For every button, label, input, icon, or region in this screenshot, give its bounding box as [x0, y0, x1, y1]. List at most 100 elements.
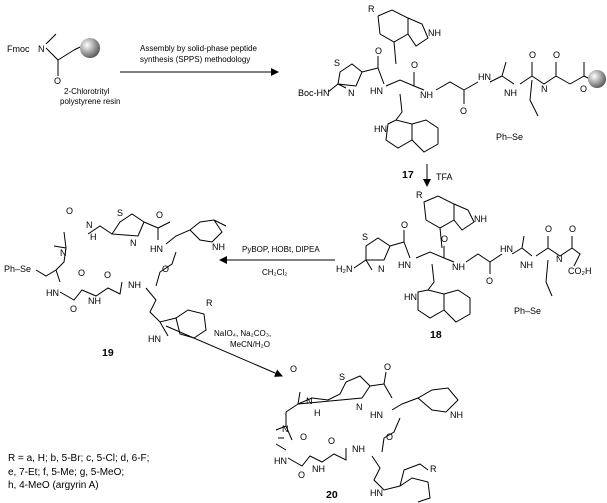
c19-o1: O	[66, 206, 73, 216]
c18-trp2-chain	[427, 263, 435, 291]
resin-bead	[80, 38, 100, 58]
c17-nh4: NH	[504, 88, 517, 98]
c19-o4: O	[78, 268, 85, 278]
c17-r-label: R	[368, 4, 375, 14]
c20-h1: H	[314, 408, 321, 418]
c20-dehydroala	[275, 412, 293, 451]
c20-nh5: NH	[312, 464, 325, 474]
c17-co2	[385, 72, 425, 91]
sm-bonds	[45, 33, 75, 76]
step1-label-1: Assembly by solid-phase peptide	[140, 44, 258, 53]
c18-gly	[465, 253, 503, 274]
c19-o3: O	[162, 264, 169, 274]
c20-indole-nh: NH	[450, 410, 463, 420]
step4-label-2: MeCN/H₂O	[230, 340, 270, 349]
c18-co2	[415, 246, 455, 263]
c18-o1: O	[401, 220, 408, 230]
c17-hn3: HN	[478, 72, 491, 82]
c20-bottom-bonds	[287, 448, 347, 467]
c18-hn3: HN	[500, 244, 513, 254]
c18-o4: O	[545, 224, 552, 234]
c17-indole-nh: NH	[428, 28, 441, 38]
c18-n5: N	[556, 254, 563, 264]
c18-co2h: CO₂H	[568, 266, 592, 276]
r-group-line-1: R = a, H; b, 5-Br; c, 5-Cl; d, 6-F;	[8, 453, 150, 464]
c17-o1: O	[375, 46, 382, 56]
c17-co1	[361, 56, 385, 85]
step1-arrow: Assembly by solid-phase peptide synthesi…	[120, 44, 279, 76]
resin-label-1: 2-Chlorotrityl	[64, 87, 110, 96]
starting-material: Fmoc N O 2-Chlorotrityl polystyrene resi…	[7, 33, 120, 106]
c18-co1	[389, 230, 411, 259]
arrow-step4	[165, 325, 283, 377]
c17-phse: Ph–Se	[496, 132, 523, 142]
c19-top-bonds	[87, 213, 171, 240]
c18-se-chain	[545, 259, 553, 297]
c17-n5: N	[541, 84, 548, 94]
c19-hn4: HN	[46, 288, 59, 298]
c17-o4: O	[529, 50, 536, 60]
resin-label-2: polystyrene resin	[60, 97, 120, 106]
step4-arrow: NaIO₄, Na₂CO₃, MeCN/H₂O	[165, 325, 283, 377]
c18-indole-nh: NH	[474, 214, 487, 224]
c17-trp2-chain	[395, 93, 403, 121]
c18-indole2-hn: HN	[404, 292, 417, 302]
c19-thiazole-n: N	[130, 238, 137, 248]
c20-o2: O	[384, 362, 391, 372]
c17-o6: O	[580, 84, 587, 94]
c18-r-label: R	[416, 190, 423, 200]
c18-nh4: NH	[520, 260, 533, 270]
c19-right-bonds	[155, 251, 177, 287]
c19-indole-nh: NH	[212, 242, 225, 252]
c19-n-me: N	[60, 248, 67, 258]
c17-se-chain	[529, 79, 539, 117]
c17-boc: Boc-HN	[298, 88, 330, 98]
c18-trp-chain	[439, 227, 443, 249]
c19-nh3: NH	[128, 280, 141, 290]
c19-h1: H	[90, 232, 97, 242]
step3-label-1: PyBOP, HOBt, DIPEA	[242, 245, 320, 254]
c20-o1: O	[290, 364, 297, 374]
c17-indole2-hn: HN	[374, 124, 387, 134]
c20-top-bonds	[285, 371, 393, 413]
c20-hn4: HN	[274, 456, 287, 466]
c19-r-label: R	[206, 298, 213, 308]
c19-left-bonds	[53, 231, 67, 271]
c18-h2n: H₂N	[336, 264, 353, 274]
c18-o5: O	[569, 224, 576, 234]
c17-nh2: NH	[420, 90, 433, 100]
c17-indole-top	[377, 9, 429, 47]
c20-n-me: N	[282, 424, 289, 434]
c17-trp-chain	[393, 41, 397, 65]
compound-19: O N H S N O HN NH O NH N Ph–Se O HN O NH…	[4, 206, 227, 359]
label-20: 20	[326, 489, 338, 501]
compound-20: O N H S N O HN NH O NH N O HN O NH O R H…	[274, 362, 463, 503]
c18-thiazole-n: N	[378, 264, 385, 274]
c17-ala	[489, 61, 515, 85]
c20-indole2-hn: HN	[370, 488, 383, 498]
c17-nh1: HN	[370, 86, 383, 96]
c19-o5: O	[70, 304, 77, 314]
c20-o5: O	[298, 470, 305, 480]
c19-indole-bottom	[145, 287, 207, 339]
r-group-line-3: h, 4-MeO (argyrin A)	[8, 480, 99, 491]
c17-indole-bottom	[385, 119, 439, 153]
c19-o6: O	[104, 270, 111, 280]
c18-sec	[535, 236, 581, 267]
label-19: 19	[102, 347, 114, 359]
c20-o4: O	[300, 432, 307, 442]
sm-n-atom: N	[38, 44, 45, 54]
step1-label-2: synthesis (SPPS) methodology	[140, 55, 250, 64]
c19-phse: Ph–Se	[4, 264, 31, 274]
c19-n1: N	[86, 220, 93, 230]
compound-17: R NH Boc-HN S N O HN O NH O HN NH O N O …	[298, 4, 606, 181]
c18-o3: O	[486, 276, 493, 286]
c17-thiazole	[327, 63, 363, 93]
c20-hn2: HN	[370, 410, 383, 420]
c17-gly	[435, 81, 479, 104]
c19-se-chain	[35, 269, 61, 283]
step3-arrow: PyBOP, HOBt, DIPEA CH₂Cl₂	[219, 245, 335, 277]
c17-o5: O	[553, 50, 560, 60]
c20-o6: O	[328, 436, 335, 446]
